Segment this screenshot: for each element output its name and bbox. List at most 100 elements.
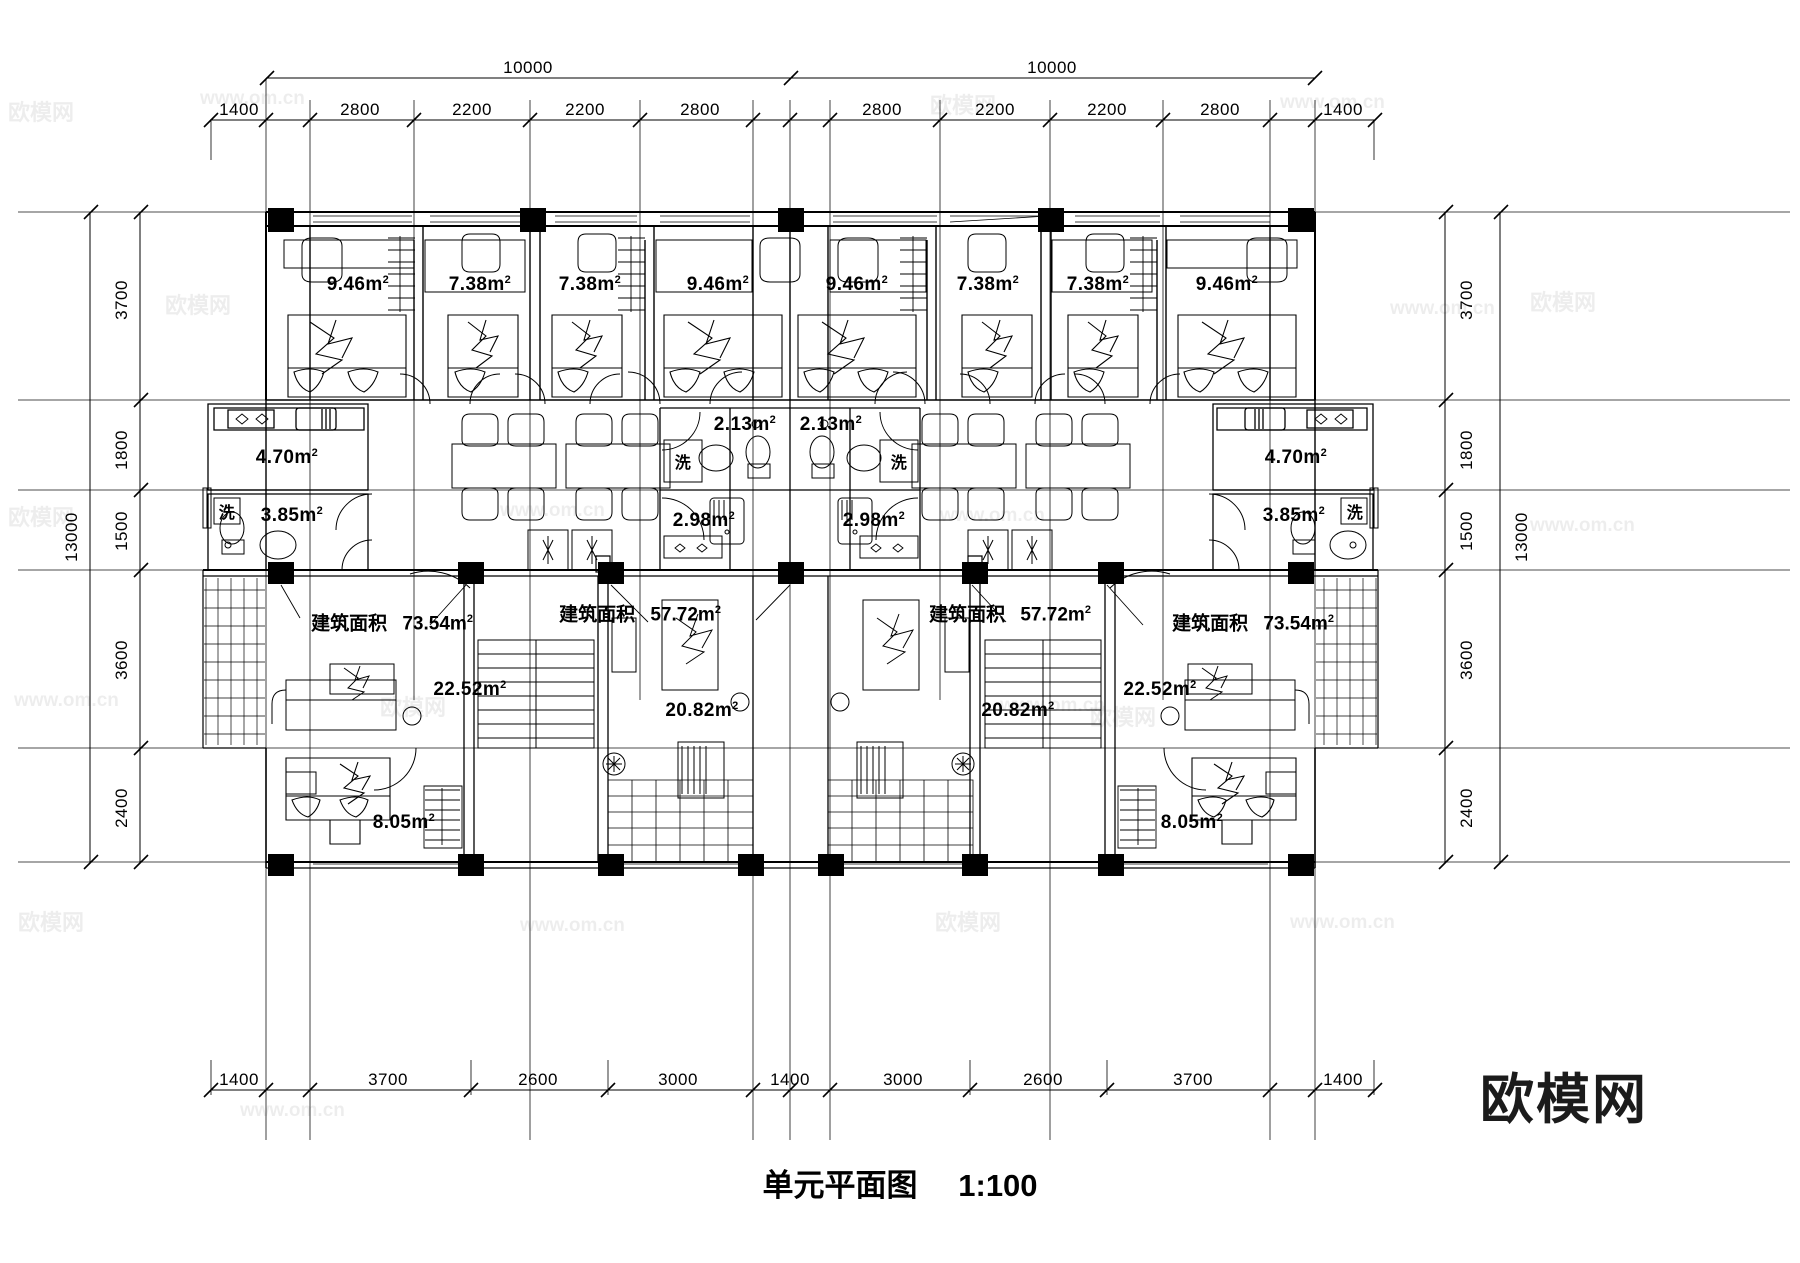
watermark-brand: 欧模网	[1530, 291, 1597, 316]
column	[598, 854, 624, 876]
room-area-center-bath-2: 2.13m2	[800, 414, 862, 436]
area-sup: 2	[1122, 273, 1130, 286]
building-area-value: 57.72m	[650, 604, 715, 626]
building-area-text: 建筑面积	[1172, 612, 1249, 635]
area-value: 7.38m	[448, 274, 505, 296]
area-value: 8.05m	[372, 812, 429, 834]
dim-bottom-9: 1400	[1323, 1070, 1363, 1089]
watermark-url: www.om.cn	[520, 915, 625, 936]
area-value: 2.13m	[799, 414, 856, 436]
watermark-brand: 欧模网	[8, 101, 75, 126]
wash-label-right: 洗	[1346, 503, 1364, 522]
dim-top-1: 1400	[219, 100, 259, 119]
area-value: 7.38m	[558, 274, 615, 296]
building-area-value: 73.54m	[1263, 613, 1328, 635]
drawing-title-text: 单元平面图	[762, 1168, 918, 1204]
watermark-url: www.om.cn	[940, 505, 1045, 526]
room-area-kitchen-left: 4.70m2	[256, 447, 318, 469]
dim-right-4: 3600	[1457, 640, 1476, 680]
area-sup: 2	[311, 446, 319, 459]
area-sup: 2	[1318, 504, 1326, 517]
room-area-bath-left: 3.85m2	[261, 505, 323, 527]
area-value: 3.85m	[1262, 505, 1319, 527]
column	[1288, 854, 1314, 876]
wash-label-center-left: 洗	[674, 453, 692, 472]
watermark-url: www.om.cn	[1290, 912, 1395, 933]
building-area-label-2: 建筑面积 57.72m2	[559, 600, 721, 627]
room-area-bedroom-lower-left: 8.05m2	[373, 812, 435, 834]
column	[458, 562, 484, 584]
dim-left-5: 2400	[112, 788, 131, 828]
column	[1098, 854, 1124, 876]
dim-bottom-7: 2600	[1023, 1070, 1063, 1089]
room-area-living-center-right: 20.82m2	[981, 700, 1054, 722]
area-sup: 2	[855, 413, 863, 426]
dim-top-overall-1: 10000	[503, 58, 553, 77]
area-sup: 2	[714, 604, 721, 617]
dim-top-overall-2: 10000	[1027, 58, 1077, 77]
watermark-brand: 欧模网	[935, 911, 1002, 936]
column	[458, 854, 484, 876]
dim-bottom-2: 3700	[368, 1070, 408, 1089]
area-value: 9.46m	[326, 274, 383, 296]
building-area-value: 57.72m	[1020, 604, 1085, 626]
site-logo: 欧模网	[1480, 1068, 1648, 1131]
dim-bottom-8: 3700	[1173, 1070, 1213, 1089]
dim-right-5: 2400	[1457, 788, 1476, 828]
column	[1288, 562, 1314, 584]
building-area-label-1: 建筑面积 73.54m2	[311, 609, 473, 636]
dim-left-4: 3600	[112, 640, 131, 680]
room-area-center-bath-1: 2.13m2	[714, 414, 776, 436]
area-sup: 2	[769, 413, 777, 426]
area-value: 4.70m	[1264, 447, 1321, 469]
area-value: 22.52m	[433, 679, 501, 701]
dim-top-9: 2800	[1200, 100, 1240, 119]
drawing-scale: 1:100	[958, 1168, 1038, 1203]
building-area-label-3: 建筑面积 57.72m2	[929, 600, 1091, 627]
area-sup: 2	[881, 273, 889, 286]
area-value: 9.46m	[1195, 274, 1252, 296]
building-area-text: 建筑面积	[311, 612, 388, 635]
column	[268, 854, 294, 876]
dim-bottom-3: 2600	[518, 1070, 558, 1089]
room-area-bedroom-7: 7.38m2	[1067, 274, 1129, 296]
column	[268, 208, 294, 232]
column	[520, 208, 546, 232]
area-sup: 2	[614, 273, 622, 286]
room-area-bedroom-6: 7.38m2	[957, 274, 1019, 296]
dim-left-overall: 13000	[62, 512, 81, 562]
area-sup: 2	[1012, 273, 1020, 286]
dim-left-1: 3700	[112, 280, 131, 320]
area-sup: 2	[1251, 273, 1259, 286]
dim-top-10: 1400	[1323, 100, 1363, 119]
wash-label-left: 洗	[218, 503, 236, 522]
room-area-bath-right: 3.85m2	[1263, 505, 1325, 527]
area-value: 22.52m	[1123, 679, 1191, 701]
dim-right-3: 1500	[1457, 511, 1476, 551]
area-value: 2.13m	[713, 414, 770, 436]
area-value: 2.98m	[672, 510, 729, 532]
area-sup: 2	[732, 699, 739, 712]
building-area-value: 73.54m	[402, 613, 467, 635]
dim-top-2: 2800	[340, 100, 380, 119]
room-area-center-bath-3: 2.98m2	[673, 510, 735, 532]
dim-left-2: 1800	[112, 430, 131, 470]
room-area-living-left: 22.52m2	[433, 679, 506, 701]
area-sup: 2	[728, 509, 736, 522]
building-area-label-4: 建筑面积 73.54m2	[1172, 609, 1334, 636]
area-value: 9.46m	[825, 274, 882, 296]
area-value: 9.46m	[686, 274, 743, 296]
column	[778, 208, 804, 232]
area-sup: 2	[1216, 811, 1224, 824]
column	[268, 562, 294, 584]
area-sup: 2	[466, 613, 473, 626]
column	[1288, 208, 1314, 232]
room-area-bedroom-lower-right: 8.05m2	[1161, 812, 1223, 834]
room-area-kitchen-right: 4.70m2	[1265, 447, 1327, 469]
dim-bottom-6: 3000	[883, 1070, 923, 1089]
area-sup: 2	[1327, 613, 1334, 626]
area-sup: 2	[1190, 678, 1197, 691]
room-area-bedroom-1: 9.46m2	[327, 274, 389, 296]
area-sup: 2	[504, 273, 512, 286]
